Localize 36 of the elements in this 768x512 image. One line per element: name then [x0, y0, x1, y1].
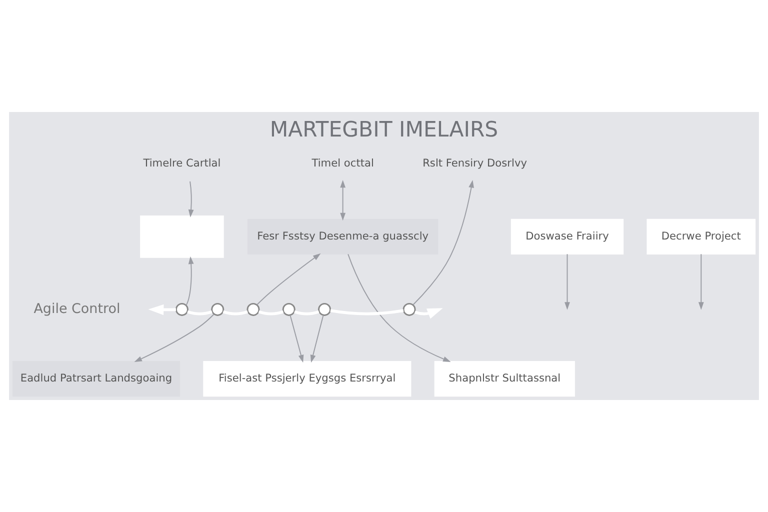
arrow: [188, 180, 194, 218]
arrow: [564, 254, 570, 310]
node-text: Timelre Cartlal: [143, 158, 221, 170]
arrow: [412, 180, 474, 306]
connector: [187, 310, 212, 316]
node-box: Fesr Fsstsy Desenme-a guasscly: [247, 218, 438, 255]
node-box: [140, 216, 224, 258]
diagram-title: MARTEGBIT IMELAIRS: [270, 116, 498, 142]
node-box: Eadlud Patrsart Landsgoaing: [12, 360, 180, 397]
node-box: Decrwe Project: [646, 218, 756, 255]
node-circle: [402, 302, 416, 316]
connector: [222, 310, 248, 316]
arrow: [186, 256, 194, 306]
arrow: [340, 180, 346, 221]
arrow: [414, 308, 443, 319]
arrow: [698, 254, 704, 310]
arrow: [310, 314, 324, 363]
node-circle: [211, 302, 224, 316]
arrow: [256, 253, 321, 306]
node-box: Shapnlstr Sulttassnal: [434, 360, 575, 397]
connector: [258, 310, 284, 316]
arrow: [134, 314, 214, 362]
connector: [330, 309, 404, 316]
label: Agile Control: [34, 301, 120, 318]
node-box: Fisel-ast Pssjerly Eygsgs Esrsrryal: [203, 360, 412, 397]
node-box: Doswase Fraiiry: [510, 218, 624, 255]
node-circle: [282, 302, 296, 316]
node-circle: [318, 302, 332, 316]
arrow: [290, 314, 304, 363]
connector: [294, 310, 320, 316]
node-circle: [246, 302, 260, 316]
node-text: Rslt Fensiry Dosrlvy: [422, 158, 527, 170]
arrow: [348, 254, 451, 362]
arrow: [148, 304, 176, 316]
node-text: Timel octtal: [312, 158, 374, 170]
node-circle: [175, 302, 188, 316]
